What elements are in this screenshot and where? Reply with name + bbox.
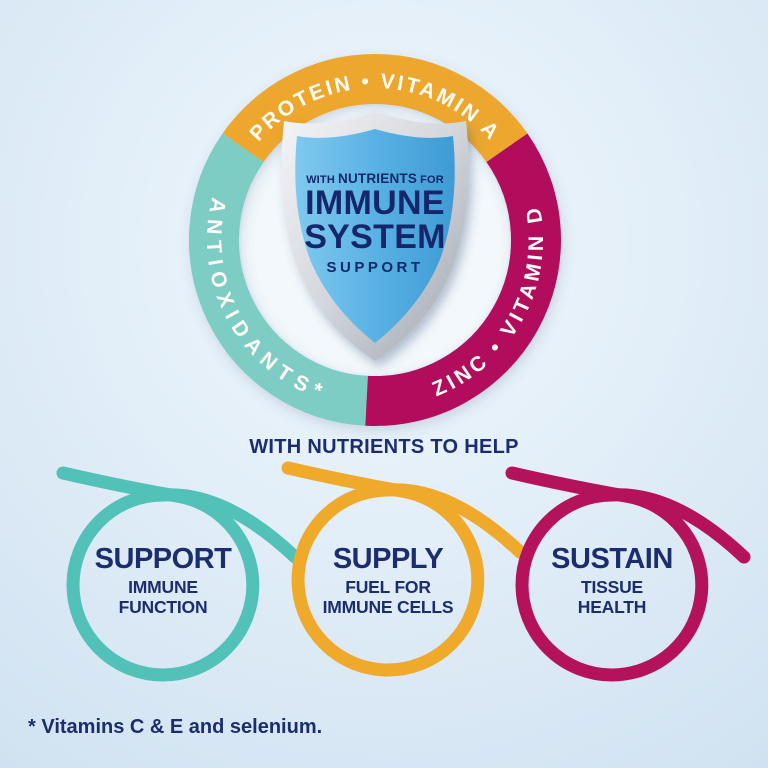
footnote-text: * Vitamins C & E and selenium. [28, 716, 323, 738]
loop-label-supply: SUPPLY FUEL FOR IMMUNE CELLS [293, 543, 483, 617]
loop-label-support: SUPPORT IMMUNE FUNCTION [68, 543, 258, 617]
ring-segment-zinc-vitamin-d [365, 133, 561, 427]
tagline-text: WITH NUTRIENTS TO HELP [249, 436, 519, 458]
shield-icon [281, 112, 469, 361]
loop-title-support: SUPPORT [94, 543, 232, 575]
loop-ribbon-support [56, 466, 302, 682]
loop-ribbon-supply [281, 461, 527, 677]
shield-front [295, 129, 455, 343]
loop-line-function: FUNCTION [118, 596, 208, 617]
loop-title-supply: SUPPLY [332, 543, 444, 575]
loop-line-tissue: TISSUE [580, 577, 643, 597]
loop-line-health: HEALTH [577, 596, 647, 617]
ring-segment-protein-vitamin-a [222, 54, 528, 163]
loop-title-sustain: SUSTAIN [551, 543, 673, 575]
loop-line-immune: IMMUNE [128, 577, 198, 597]
loop-line-fuel-for: FUEL FOR [345, 577, 431, 597]
loop-ribbon-sustain [505, 466, 751, 682]
ring-segment-antioxidants [189, 133, 369, 426]
ribbon-loops [56, 461, 751, 682]
immune-ring [189, 54, 561, 427]
loop-label-sustain: SUSTAIN TISSUE HEALTH [517, 543, 707, 617]
loop-line-immune-cells: IMMUNE CELLS [322, 596, 454, 617]
